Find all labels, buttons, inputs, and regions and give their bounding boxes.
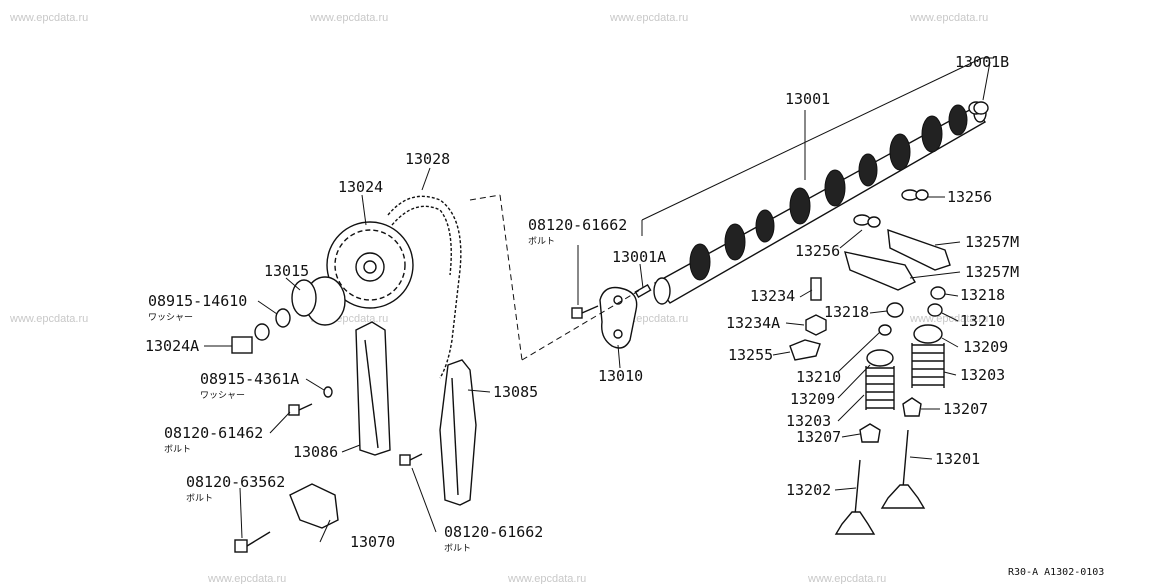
spring-retainer-13210-a [878,324,892,336]
leader-lines [204,61,991,543]
label-13015: 13015 [264,262,309,280]
diagram-code: R30-A A1302-0103 [1008,567,1104,578]
washer-08915-4361A [323,386,333,398]
label-13001A: 13001A [612,248,666,266]
label-washer-08915-4361A: 08915-4361A [200,370,299,388]
label-13201: 13201 [935,450,980,468]
intake-valve-13201 [880,429,926,509]
label-13207-b: 13207 [796,428,841,446]
label-13086: 13086 [293,443,338,461]
dowel-pin-13001A [634,283,652,299]
label-13203-b: 13203 [786,412,831,430]
label-13209-b: 13209 [790,390,835,408]
chain-outline [469,194,641,361]
camshaft-plug-13001B [973,101,989,115]
adjusting-screw-13234 [810,277,822,301]
label-13256-upper: 13256 [947,188,992,206]
label-bolt-08120-61662-upper-sub: ボルト [528,236,555,247]
label-bolt-08120-63562: 08120-63562 [186,473,285,491]
lock-nut-13234A [805,314,827,336]
label-bolt-08120-61662-upper: 08120-61662 [528,216,627,234]
valve-seal-13207-a [859,423,881,443]
bolt-thrust-plate [571,305,599,319]
rocker-clip-13256-upper [901,189,929,201]
washer-08915-14610 [275,308,291,328]
rocker-clip-13256-lower [853,214,881,228]
thrust-plate-13010 [599,286,638,349]
watermark: www.epcdata.ru [909,313,988,325]
label-bolt-08120-61462: 08120-61462 [164,424,263,442]
distributor-drive-13015 [291,276,346,326]
pivot-13218-b [930,286,946,300]
label-13234A: 13234A [726,314,780,332]
label-13255: 13255 [728,346,773,364]
watermark: www.epcdata.ru [807,573,886,584]
spring-seat-13209-a [866,349,894,367]
label-bolt-08120-61462-sub: ボルト [164,444,191,455]
valve-spring-13203-a [865,366,895,410]
cam-sprocket-13024 [326,221,414,309]
label-13207-a: 13207 [943,400,988,418]
watermark: www.epcdata.ru [507,573,586,584]
label-bolt-08120-61662-lower-sub: ボルト [444,543,471,554]
camshaft-outline [641,57,994,236]
rocker-arm-13257M-upper [887,228,951,271]
bolt-13024A [231,323,270,354]
watermark: www.epcdata.ru [9,313,88,325]
camshaft-13001 [653,101,987,305]
valve-spring-13203-b [911,343,945,388]
label-bolt-08120-61662-lower: 08120-61662 [444,523,543,541]
label-13218-b: 13218 [960,286,1005,304]
valve-seal-13207-b [902,397,922,417]
label-13085: 13085 [493,383,538,401]
spring-seat-13209-b [913,324,943,344]
label-13256-lower: 13256 [795,242,840,260]
chain-tensioner-13070 [289,483,339,529]
watermark: www.epcdata.ru [9,12,88,24]
label-13203-a: 13203 [960,366,1005,384]
label-13010: 13010 [598,367,643,385]
label-13234: 13234 [750,287,795,305]
watermark: www.epcdata.ru [909,12,988,24]
label-washer-08915-4361A-sub: ワッシャー [200,391,245,401]
chain-guide-13086 [355,321,391,456]
label-13001B: 13001B [955,53,1009,71]
label-washer-08915-14610: 08915-14610 [148,292,247,310]
label-13257M-lower: 13257M [965,263,1019,281]
part-labels: 13001B 13001 13256 13256 13257M 13257M 1… [145,53,1104,578]
chain-tensioner-guide-13085 [439,359,477,506]
exhaust-valve-13202 [834,459,876,535]
watermark: www.epcdata.ru [207,573,286,584]
label-13210-b: 13210 [796,368,841,386]
label-13210-a: 13210 [960,312,1005,330]
label-13001: 13001 [785,90,830,108]
valve-cover-13255 [789,339,821,361]
label-13070: 13070 [350,533,395,551]
label-washer-08915-14610-sub: ワッシャー [148,313,193,323]
watermark: www.epcdata.ru [309,12,388,24]
label-13257M-upper: 13257M [965,233,1019,251]
timing-chain-13028 [387,195,462,379]
watermark: www.epcdata.ru [609,12,688,24]
label-13202: 13202 [786,481,831,499]
label-13024: 13024 [338,178,383,196]
label-bolt-08120-63562-sub: ボルト [186,493,213,504]
pivot-13218-a [886,302,904,318]
bolt-08120-63562 [234,531,271,553]
label-13028: 13028 [405,150,450,168]
bolt-08120-61462 [288,403,313,416]
label-13024A: 13024A [145,337,199,355]
bolt-08120-61662-lower [399,453,423,466]
rocker-arm-13257M-lower [844,251,916,291]
label-13218-a: 13218 [824,303,869,321]
spring-retainer-13210-b [927,303,943,317]
label-13209-a: 13209 [963,338,1008,356]
